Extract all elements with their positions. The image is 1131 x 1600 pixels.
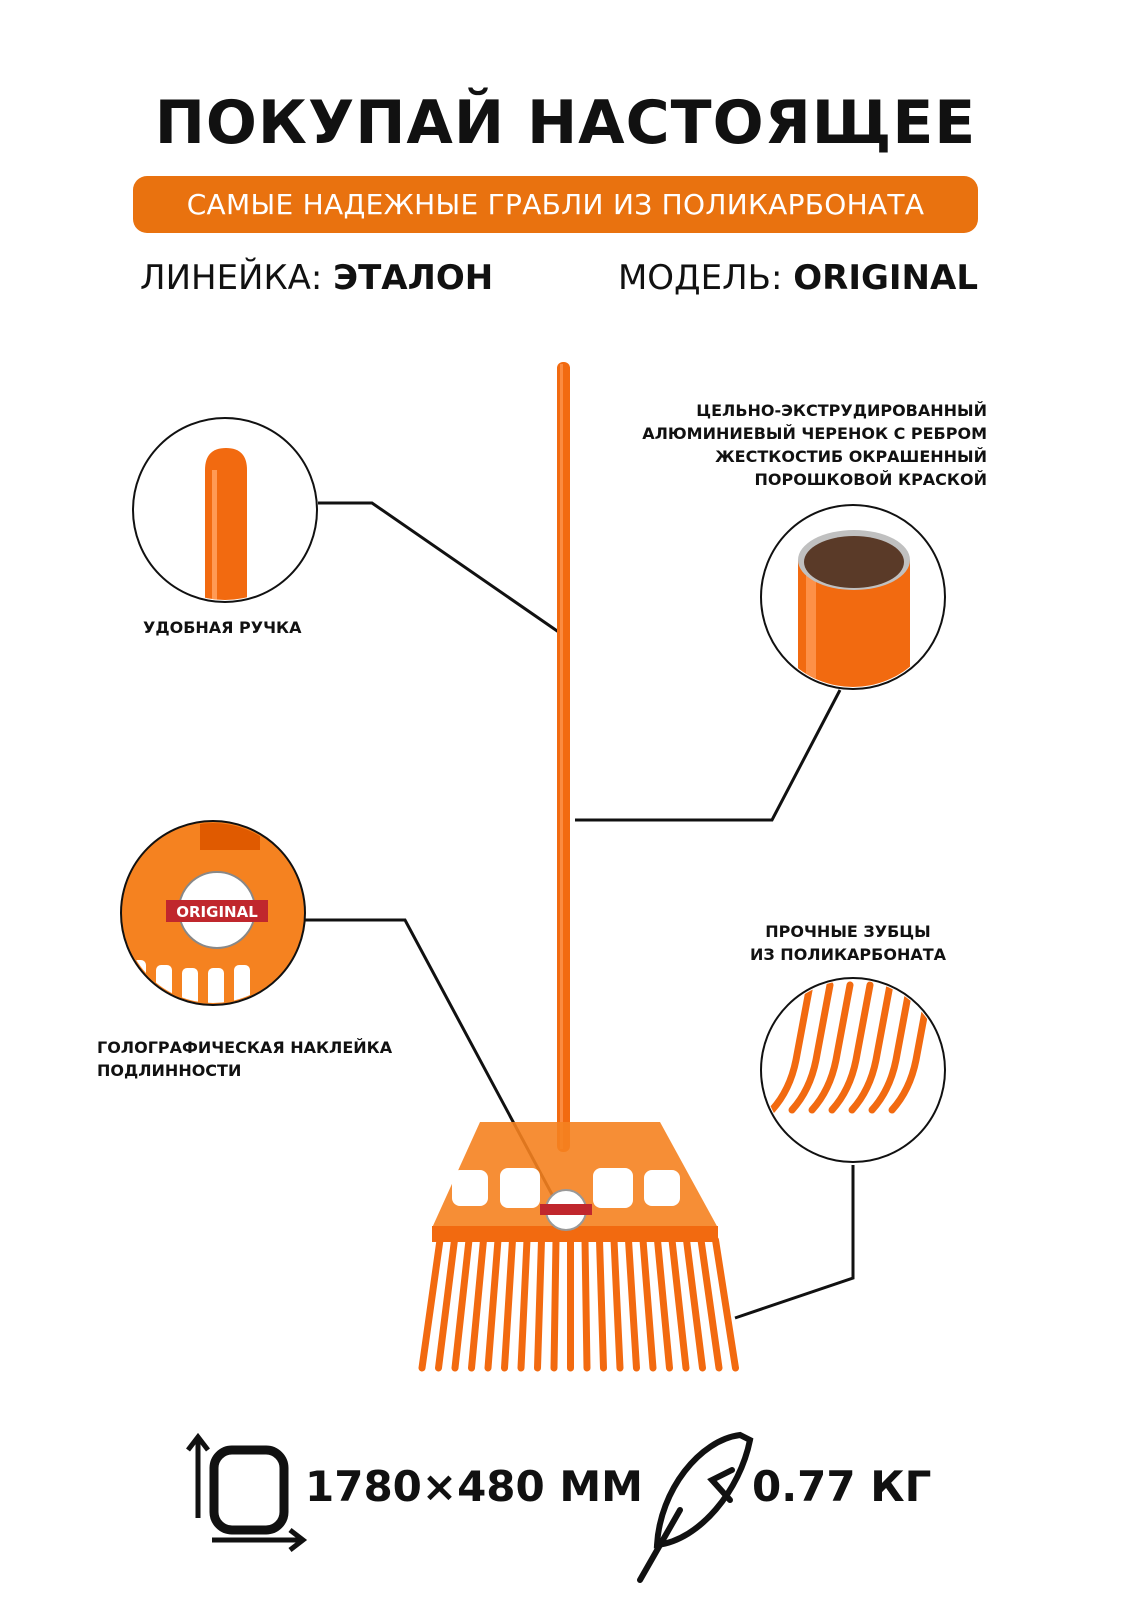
- rake-tooth: [668, 1236, 690, 1372]
- feature-shaft-line: АЛЮМИНИЕВЫЙ ЧЕРЕНОК С РЕБРОМ: [642, 424, 987, 443]
- feature-sticker-line: ПОДЛИННОСТИ: [97, 1061, 242, 1080]
- feature-handle-label: УДОБНАЯ РУЧКА: [143, 618, 302, 637]
- teeth-detail-image: [760, 977, 946, 1163]
- rake-shaft: [557, 362, 570, 1152]
- shaft-detail-image: [760, 504, 946, 690]
- callout-lines: [305, 501, 855, 1320]
- tooth-closeup: [828, 981, 874, 1114]
- rake-tooth: [610, 1236, 624, 1372]
- tooth-closeup: [768, 981, 814, 1114]
- rake-tooth: [639, 1236, 657, 1372]
- rake-tooth: [534, 1236, 545, 1372]
- rake-tooth: [468, 1236, 487, 1372]
- tooth-closeup: [788, 981, 834, 1114]
- size-icon: [186, 1432, 308, 1552]
- line-value: ЭТАЛОН: [333, 258, 494, 298]
- page-title: ПОКУПАЙ НАСТОЯЩЕЕ: [154, 88, 977, 158]
- feature-shaft-line: ЖЕСТКОСТИБ ОКРАШЕННЫЙ: [715, 447, 987, 466]
- rake-tooth: [683, 1236, 706, 1372]
- handle-detail-image: [132, 417, 318, 603]
- sticker-detail-image: ORIGINAL: [120, 820, 306, 1006]
- feature-teeth-line: ИЗ ПОЛИКАРБОНАТА: [749, 945, 947, 964]
- rake-tooth: [712, 1236, 739, 1372]
- rake-tooth: [451, 1236, 473, 1372]
- feature-sticker-label: ГОЛОГРАФИЧЕСКАЯ НАКЛЕЙКА ПОДЛИННОСТИ: [97, 1036, 392, 1082]
- model-label: МОДЕЛЬ:: [617, 258, 783, 298]
- rake-tooth: [418, 1236, 444, 1372]
- rake-tooth: [625, 1236, 640, 1372]
- tooth-closeup: [888, 981, 934, 1114]
- tooth-closeup: [808, 981, 854, 1114]
- rake-tooth: [517, 1236, 531, 1372]
- rake-tooth: [550, 1236, 560, 1372]
- rake-tooth: [697, 1236, 723, 1372]
- feature-teeth-line: ПРОЧНЫЕ ЗУБЦЫ: [765, 922, 931, 941]
- line-label: ЛИНЕЙКА:: [140, 258, 323, 298]
- model-value: ORIGINAL: [793, 258, 978, 298]
- dimensions-value: 1780×480 ММ: [305, 1462, 643, 1511]
- tooth-closeup: [848, 981, 894, 1114]
- feather-icon: [637, 1431, 754, 1583]
- feature-sticker-line: ГОЛОГРАФИЧЕСКАЯ НАКЛЕЙКА: [97, 1038, 393, 1057]
- sticker-text: ORIGINAL: [176, 903, 258, 921]
- rake-tooth: [581, 1236, 591, 1372]
- feature-shaft-line: ЦЕЛЬНО-ЭКСТРУДИРОВАННЫЙ: [696, 401, 987, 420]
- rake-tooth: [654, 1236, 673, 1372]
- tooth-closeup: [868, 981, 914, 1114]
- rake-head: [418, 1122, 739, 1372]
- product-line: ЛИНЕЙКА: ЭТАЛОН: [140, 258, 493, 298]
- feature-teeth-label: ПРОЧНЫЕ ЗУБЦЫ ИЗ ПОЛИКАРБОНАТА: [748, 920, 948, 966]
- subtitle-banner: САМЫЕ НАДЕЖНЫЕ ГРАБЛИ ИЗ ПОЛИКАРБОНАТА: [133, 176, 978, 233]
- rake-tooth: [435, 1236, 458, 1372]
- product-model: МОДЕЛЬ: ORIGINAL: [618, 258, 978, 298]
- rake-tooth: [501, 1236, 516, 1372]
- rake-tooth: [596, 1236, 607, 1372]
- weight-value: 0.77 КГ: [752, 1462, 932, 1511]
- feature-shaft-label: ЦЕЛЬНО-ЭКСТРУДИРОВАННЫЙ АЛЮМИНИЕВЫЙ ЧЕРЕ…: [642, 399, 987, 491]
- rake-tooth: [484, 1236, 502, 1372]
- feature-shaft-line: ПОРОШКОВОЙ КРАСКОЙ: [754, 470, 987, 489]
